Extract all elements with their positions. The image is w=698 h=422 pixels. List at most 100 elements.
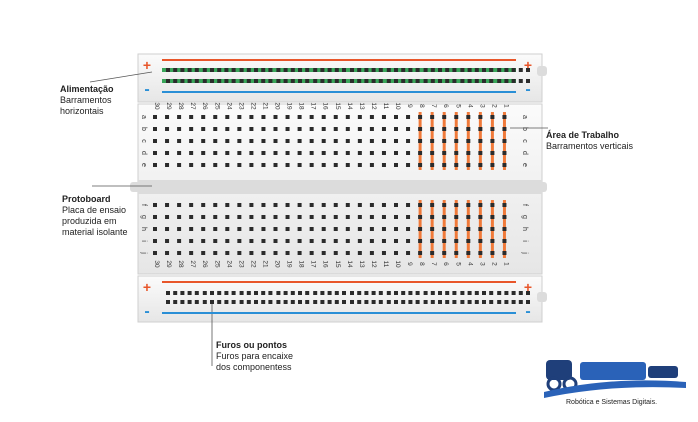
bottom-rail-negative-hole xyxy=(474,300,479,304)
top-grid-hole xyxy=(309,127,314,131)
bottom-grid-hole xyxy=(466,251,471,255)
top-rail-negative-hole xyxy=(305,79,310,83)
top-rail-negative-hole xyxy=(283,79,288,83)
top-grid-hole xyxy=(285,151,290,155)
bottom-rail-negative-hole xyxy=(194,300,199,304)
bottom-rail-positive-hole xyxy=(202,291,207,295)
bottom-grid-hole xyxy=(502,227,507,231)
bottom-grid-hole xyxy=(345,227,350,231)
bottom-rail-positive-hole xyxy=(254,291,258,295)
bottom-grid-hole xyxy=(369,239,374,243)
bottom-column-label: 21 xyxy=(261,260,268,268)
top-grid-hole xyxy=(454,115,459,119)
callout-board: Protoboard Placa de ensaio produzida em … xyxy=(62,194,128,238)
top-row-label-left: d xyxy=(140,151,147,155)
vida-de-silicio-logo xyxy=(544,360,686,398)
top-column-label: 27 xyxy=(189,102,196,110)
bottom-row-label-left: h xyxy=(140,227,147,231)
bottom-grid-hole xyxy=(478,239,483,243)
bottom-rail-positive-hole xyxy=(180,291,185,295)
top-rail-positive-hole xyxy=(511,68,516,72)
bottom-rail-negative-hole xyxy=(423,300,428,304)
bottom-rail-positive-hole xyxy=(268,291,273,295)
bottom-column-label: 23 xyxy=(237,260,244,268)
top-grid-hole xyxy=(189,139,194,143)
top-grid-hole xyxy=(490,163,495,167)
bottom-rail-positive-hole xyxy=(467,291,472,295)
top-rail-negative-hole xyxy=(231,79,236,83)
top-grid-hole xyxy=(369,139,374,143)
top-rail-negative-hole xyxy=(320,79,325,83)
bottom-rail-positive-hole xyxy=(474,291,479,295)
bottom-rail-negative-hole xyxy=(504,300,509,304)
top-rail-negative-hole xyxy=(217,79,222,83)
top-column-label: 5 xyxy=(454,104,461,108)
bottom-column-label: 4 xyxy=(466,262,473,266)
top-grid-hole xyxy=(321,115,326,119)
bottom-grid-hole xyxy=(442,251,447,255)
top-grid-hole xyxy=(177,163,182,167)
top-rail-negative-hole xyxy=(180,79,185,83)
bottom-row-label-right: g xyxy=(521,215,528,219)
top-rail-negative-hole xyxy=(350,79,354,83)
top-rail-negative-hole xyxy=(276,79,281,83)
top-rail-negative-hole xyxy=(254,79,258,83)
bottom-grid-hole xyxy=(418,215,423,219)
top-grid-hole xyxy=(309,115,314,119)
bottom-grid-hole xyxy=(297,227,302,231)
bottom-rail-positive-hole xyxy=(497,291,502,295)
bottom-rail-minus-right: - xyxy=(525,303,530,320)
bottom-rail-positive-hole xyxy=(364,291,369,295)
top-column-label: 10 xyxy=(394,102,401,110)
bottom-rail-negative-hole xyxy=(401,300,406,304)
bottom-grid-hole xyxy=(165,239,170,243)
bottom-grid-hole xyxy=(225,215,230,219)
bottom-rail-positive-hole xyxy=(408,291,413,295)
top-grid-hole xyxy=(442,115,447,119)
top-rail-positive-hole xyxy=(438,68,442,72)
top-rail-positive-hole xyxy=(298,68,302,72)
top-grid-hole xyxy=(430,151,435,155)
bottom-rail-positive-hole xyxy=(187,291,192,295)
bottom-grid-hole xyxy=(297,203,302,207)
top-grid-hole xyxy=(273,115,278,119)
callout-work-title: Área de Trabalho xyxy=(546,130,620,140)
bottom-grid-hole xyxy=(297,215,302,219)
top-grid-hole xyxy=(249,127,254,131)
callout-power-line-2: horizontais xyxy=(60,106,104,116)
bottom-grid-hole xyxy=(321,215,326,219)
top-grid-hole xyxy=(490,139,495,143)
top-rail-positive-hole xyxy=(173,68,178,72)
bottom-row-label-right: f xyxy=(521,204,528,206)
bottom-grid-hole xyxy=(237,239,242,243)
top-row-label-right: a xyxy=(521,115,528,119)
bottom-grid-hole xyxy=(442,215,447,219)
bottom-rail-plus-left: + xyxy=(143,279,151,295)
bottom-grid-hole xyxy=(189,239,194,243)
top-grid-hole xyxy=(201,115,206,119)
top-grid-hole xyxy=(430,127,435,131)
bottom-rail-negative-hole xyxy=(386,300,391,304)
bottom-rail-negative-hole xyxy=(357,300,362,304)
top-grid-hole xyxy=(502,127,507,131)
top-grid-hole xyxy=(213,151,218,155)
bottom-rail-positive-hole xyxy=(283,291,288,295)
top-grid-hole xyxy=(478,151,483,155)
top-rail-positive-hole xyxy=(246,68,251,72)
top-rail-negative-hole xyxy=(298,79,302,83)
top-rail-negative-hole xyxy=(202,79,207,83)
bottom-rail-negative-hole xyxy=(489,300,494,304)
bottom-column-label: 9 xyxy=(406,262,413,266)
bottom-rail-positive-hole xyxy=(166,291,170,295)
top-rail-negative-hole xyxy=(268,79,273,83)
top-grid-hole xyxy=(478,127,483,131)
top-grid-hole xyxy=(430,115,435,119)
bottom-column-label: 26 xyxy=(201,260,208,268)
callout-holes: Furos ou pontos Furos para encaixe dos c… xyxy=(216,340,293,373)
bottom-rail-negative-hole xyxy=(497,300,502,304)
top-rail-negative-hole xyxy=(210,79,214,83)
top-grid-hole xyxy=(237,139,242,143)
bottom-column-label: 11 xyxy=(382,261,389,268)
top-rail-positive-hole xyxy=(467,68,472,72)
top-row-label-right: b xyxy=(521,127,528,131)
